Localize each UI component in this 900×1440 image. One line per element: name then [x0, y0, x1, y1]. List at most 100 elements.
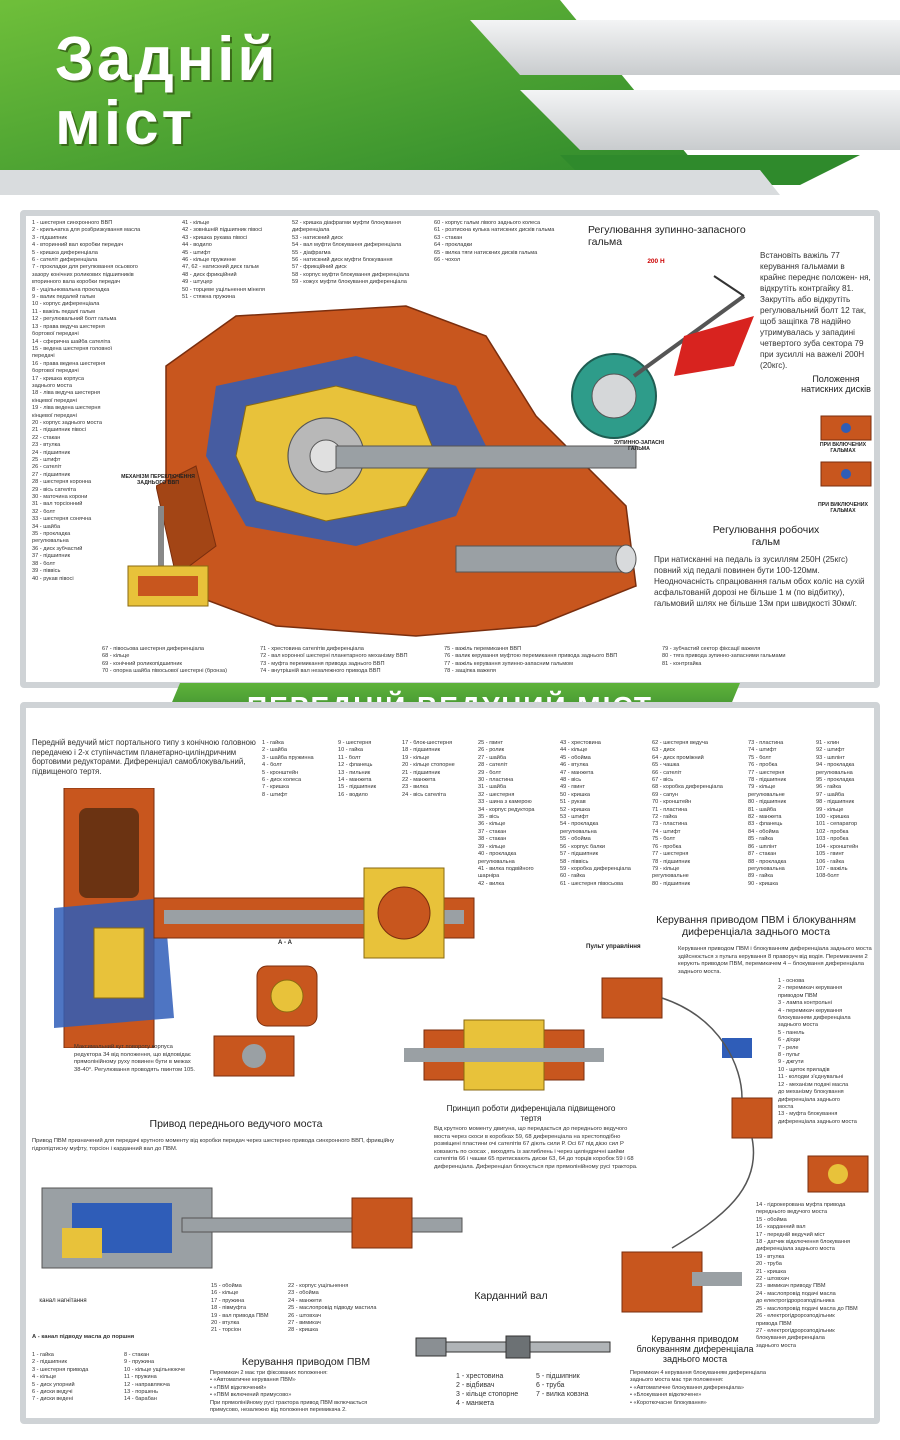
legend-item: приводом ПВМ: [778, 992, 818, 999]
legend-item: 38 - болт: [32, 560, 56, 567]
legend-item: 52 - кришка діафрагми муфти блокування: [292, 220, 401, 226]
legend-item: • «Автоматичне керування ПВМ»: [210, 1377, 296, 1384]
legend-item: 13 - поршень: [124, 1389, 159, 1396]
legend-item: 4 - перемикач керування: [778, 1007, 843, 1014]
legend-item: 6 - діоди: [778, 1037, 800, 1044]
legend-item: 101 - сепаратор: [816, 821, 858, 828]
legend-item: 28 - шестерня коронна: [32, 479, 92, 486]
legend-item: 83 - фланець: [748, 821, 783, 828]
legend-item: 2 - підшипник: [32, 1359, 67, 1366]
legend-item: 26 - ролик: [478, 747, 505, 754]
legend-item: 11 - важіль педалі гальм: [32, 308, 96, 315]
legend-item: 4 - манжета: [456, 1400, 495, 1407]
legend-item: 99 - кільце: [816, 806, 844, 813]
legend-item: 58 - піввісь: [560, 858, 589, 865]
legend-item: регулювальна: [478, 858, 515, 865]
legend-item: 44 - кільце: [560, 747, 588, 754]
legend-item: 22 - стакан: [32, 434, 61, 441]
parking-brake-title: Регулювання зупинно-запасного гальма: [588, 224, 746, 248]
legend-item: кінцевої передачі: [32, 397, 77, 404]
legend-item: 36 - диск зубчастий: [32, 545, 83, 552]
legend-item: 23 - вилка: [402, 784, 429, 791]
legend-item: 56 - натискний диск муфти блокування: [292, 257, 393, 264]
legend-item: 12 - направляюча: [124, 1381, 170, 1388]
legend-item: 11 - болт: [338, 754, 361, 761]
steering-stop-illustration: [213, 1035, 295, 1077]
legend-item: 80 - підшипник: [652, 880, 691, 887]
legend-item: 28 - сателіт: [478, 762, 508, 769]
legend-item: 22 - манжета: [402, 777, 436, 784]
legend-item: 14 - сферична шайба сателіта: [32, 338, 111, 345]
legend-item: 106 - гайка: [816, 858, 845, 865]
legend-item: регулювальне: [748, 791, 785, 798]
legend-item: 69 - сапун: [652, 791, 679, 798]
legend-item: 70 - кронштейн: [652, 799, 692, 806]
legend-item: 60 - гайка: [560, 873, 586, 880]
legend-item: 4 - болт: [262, 762, 283, 769]
legend-item: 1 - хрестовина: [456, 1373, 504, 1380]
legend-item: 11 - колодки з'єднувальні: [778, 1074, 844, 1081]
legend-item: 15 - обойма: [211, 1283, 242, 1289]
legend-item: 39 - піввісь: [32, 568, 61, 575]
legend-item: 7 - кришка: [262, 784, 289, 791]
legend-item: 77 - шестерня: [748, 769, 785, 776]
page-header: Задній міст: [0, 0, 900, 200]
work-brake-text: При натисканні на педаль із зусиллям 250…: [654, 555, 865, 608]
legend-item: регулювальне: [652, 873, 689, 880]
legend-item: заднього моста: [32, 382, 73, 389]
legend-item: 62 - шестерня ведуча: [652, 740, 708, 746]
legend-item: 77 - шестерня: [652, 851, 689, 858]
legend-item: 32 - шестерня: [478, 791, 515, 798]
legend-item: 43 - хрестовина: [560, 740, 601, 746]
legend-item: 18 - ліва ведуча шестерня: [32, 390, 101, 397]
legend-item: диференціала заднього: [778, 1096, 840, 1103]
legend-item: 42 - зовнішній підшипник півосі: [182, 227, 263, 234]
legend-item: 1 - гайка: [262, 740, 284, 746]
legend-item: 60 - корпус гальм лівого заднього колеса: [434, 220, 541, 226]
legend-item: 65 - чашка: [652, 762, 680, 769]
legend-item: 10 - гайка: [338, 747, 364, 754]
legend-item: 20 - корпус заднього моста: [32, 419, 103, 426]
legend-item: диференціала: [292, 227, 330, 234]
legend-item: 3 - шестерня привода: [32, 1366, 89, 1373]
legend-item: 18 - півмуфта: [211, 1305, 247, 1312]
legend-item: блокування диференціала: [756, 1335, 825, 1342]
legend-item: 40 - прокладка: [478, 851, 517, 858]
legend-item: кінцевої передачі: [32, 412, 77, 419]
diff-lock-text: Перемикач 4 керування блокуванням дифере…: [630, 1370, 830, 1407]
legend-item: 66 - сателіт: [652, 769, 682, 776]
legend-item: 46 - кільце пружинне: [182, 257, 236, 264]
legend-item: 89 - гайка: [748, 873, 774, 880]
legend-item: 24 - маслопровід подачі масла: [756, 1290, 836, 1297]
legend-item: 51 - рукав: [560, 799, 586, 806]
legend-item: 23 - втулка: [32, 442, 61, 449]
legend-item: 23 - вимикач приводу ПВМ: [756, 1283, 826, 1290]
legend-item: 54 - вал муфти блокування диференціала: [292, 242, 402, 249]
legend-item: 14 - манжета: [338, 777, 372, 784]
legend-item: 92 - штифт: [816, 747, 845, 754]
rear-diff-lock-illustration: [807, 1155, 869, 1193]
legend-item: 67 - півосьова шестерня диференціала: [102, 646, 205, 652]
legend-item: 69 - конічний роликопідшипник: [102, 660, 182, 667]
legend-item: вторинного вала коробки передач: [32, 279, 121, 286]
legend-item: 85 - гайка: [748, 836, 774, 843]
legend-item: 16 - кільце: [211, 1290, 239, 1297]
legend-item: 31 - вал торсіонний: [32, 501, 83, 508]
legend-item: 12 - регулювальний болт гальма: [32, 316, 117, 323]
pvm-switch-text: Перемикач 2 має три фіксованих положення…: [210, 1370, 420, 1414]
legend-item: 29 - болт: [478, 769, 502, 776]
legend-item: 41 - кільце: [182, 220, 210, 226]
legend-item: 72 - гайка: [652, 814, 678, 821]
legend-item: 23 - обойма: [288, 1290, 319, 1297]
parking-brake-text: Встановіть важіль 77 керування гальмами …: [760, 251, 871, 370]
legend-item: Перемикач 2 має три фіксованих положення…: [210, 1370, 328, 1376]
legend-item: 4 - кільце: [32, 1374, 57, 1381]
